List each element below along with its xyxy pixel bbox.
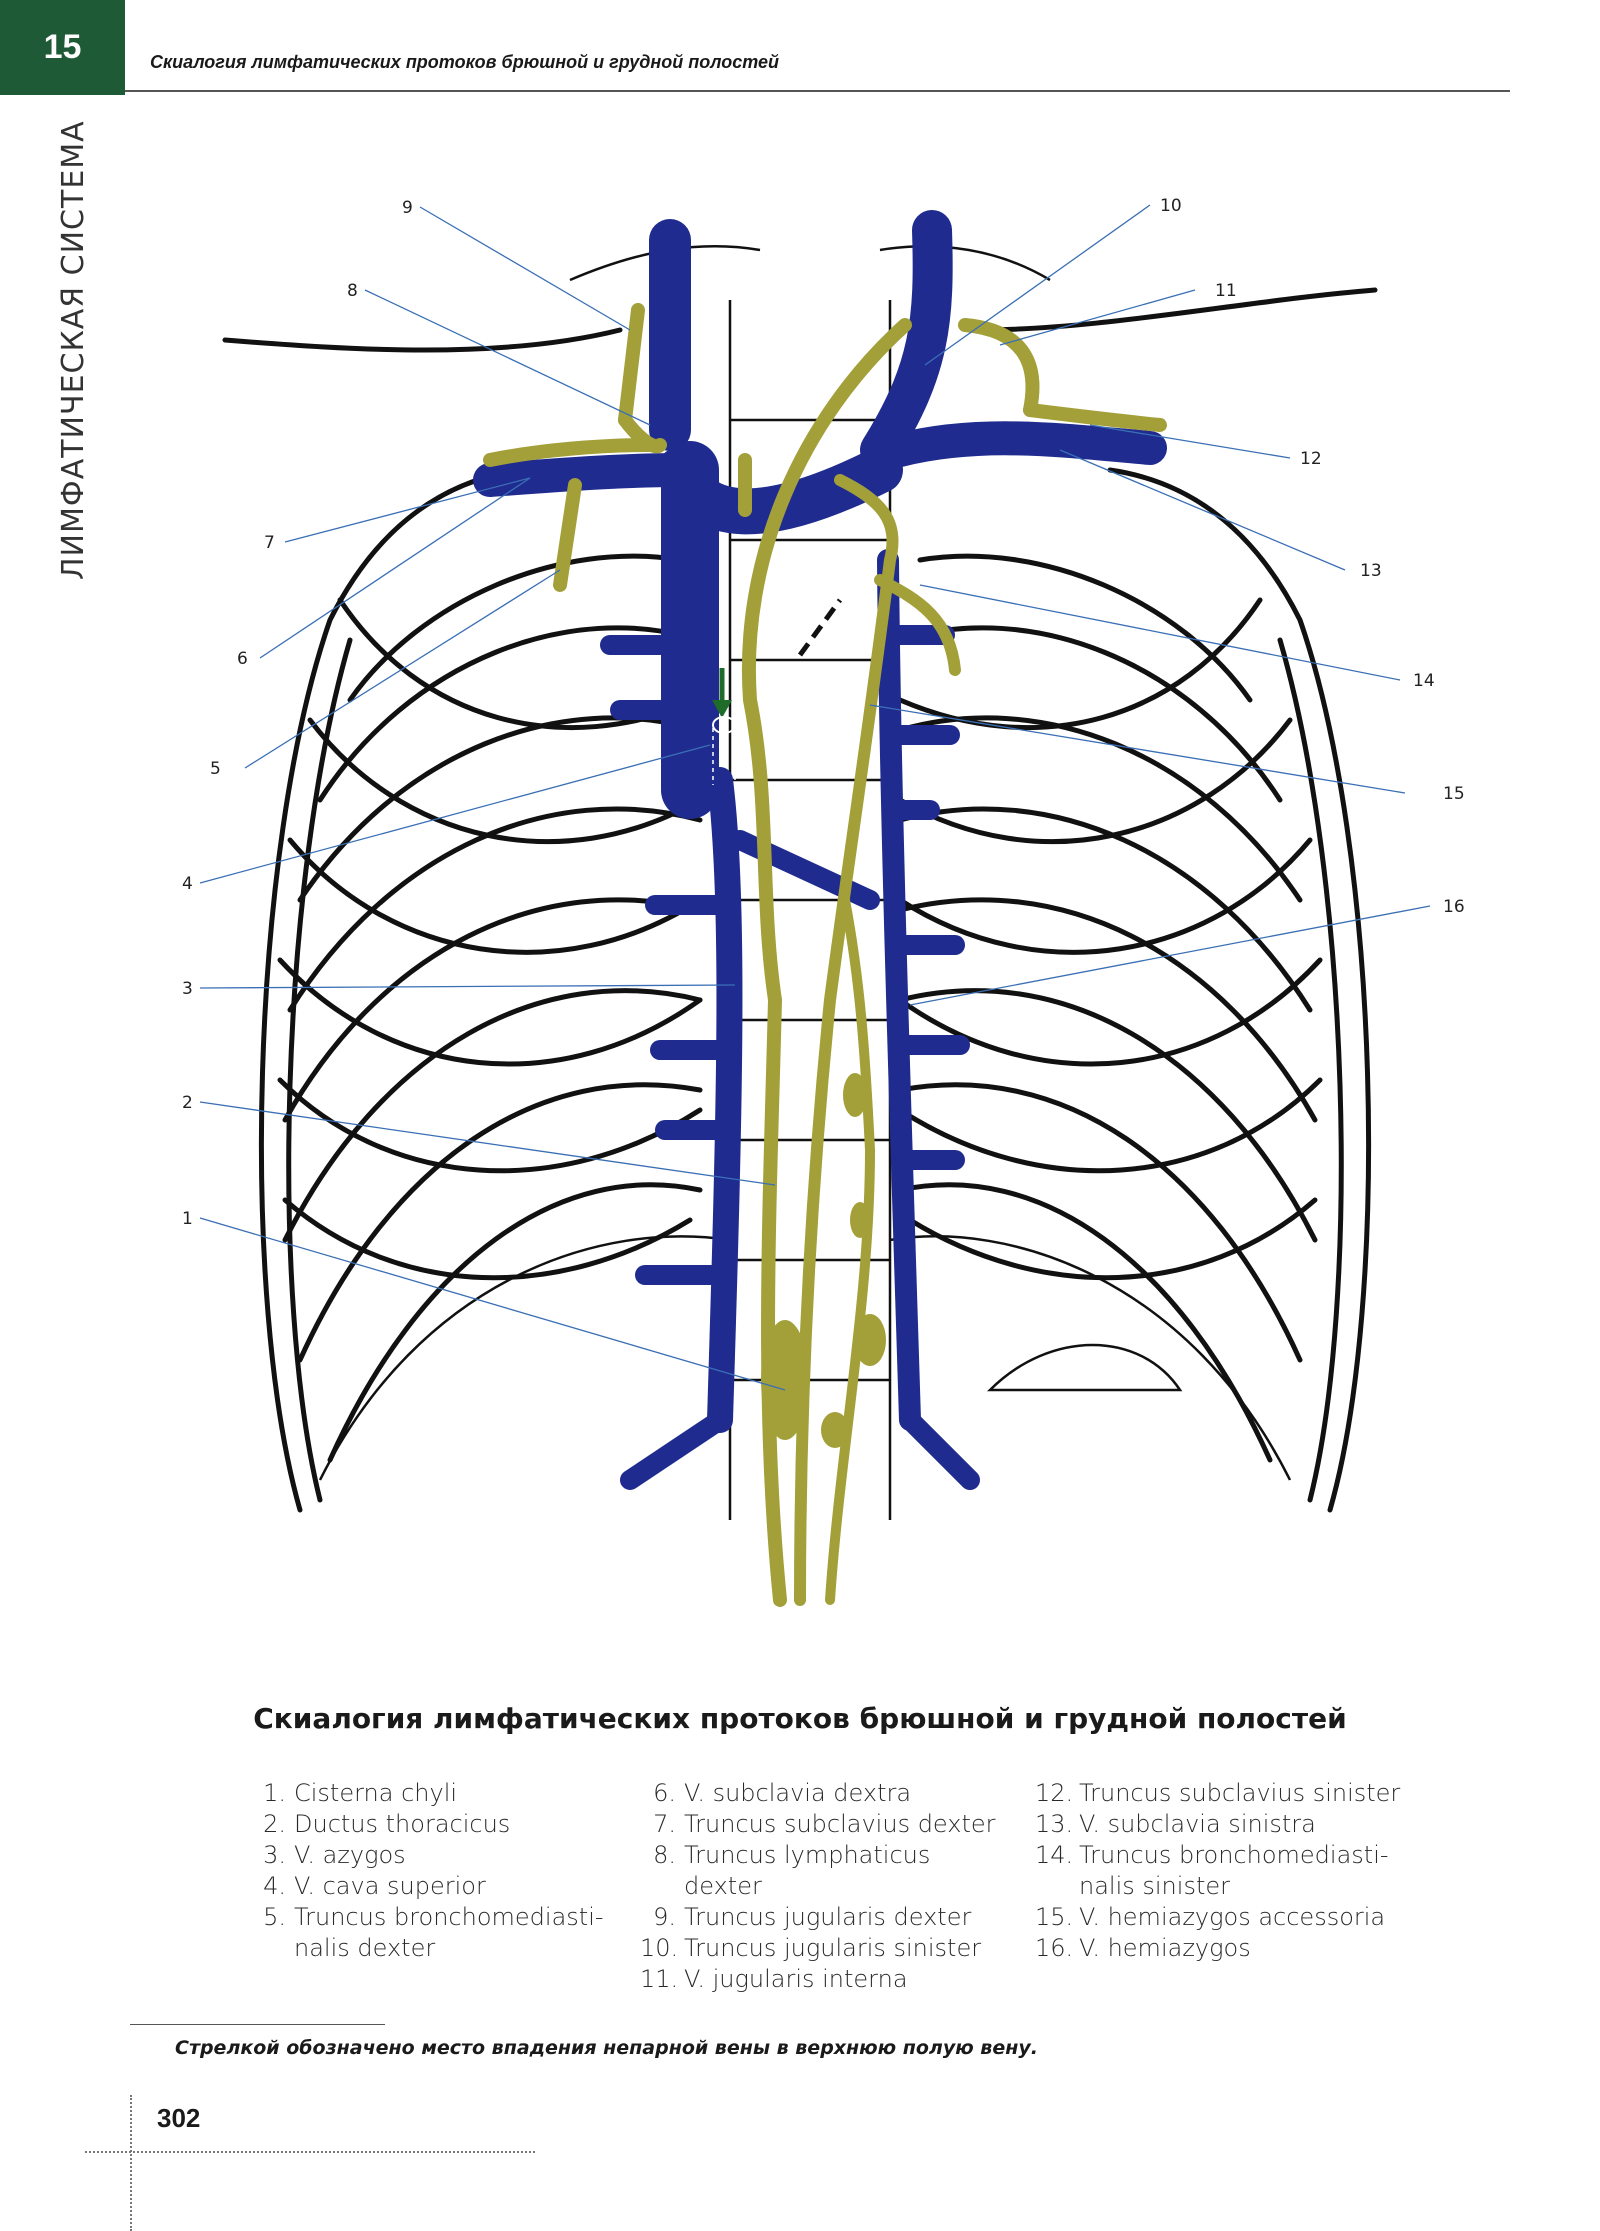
- legend-item: 16.V. hemiazygos: [1035, 1934, 1251, 1962]
- dotted-guide-vertical: [130, 2095, 132, 2231]
- legend-item: 4.V. cava superior: [263, 1872, 486, 1900]
- vena-subclavia-dextra: [473, 453, 697, 497]
- callout-9: 9: [402, 198, 413, 218]
- callout-leader-lines: [199, 204, 1431, 1391]
- legend-item: 15.V. hemiazygos accessoria: [1035, 1903, 1386, 1931]
- callout-6: 6: [237, 649, 248, 669]
- truncus-bronchomediastinalis-dexter: [553, 478, 582, 592]
- legend-item: 10.Truncus jugularis sinister: [640, 1934, 982, 1962]
- callout-7: 7: [264, 533, 275, 553]
- legend-column-1: 1.Cisterna chyli 2.Ductus thoracicus 3.V…: [250, 1778, 605, 1964]
- footnote: Стрелкой обозначено место впадения непар…: [175, 2037, 1038, 2059]
- legend-item: 11.V. jugularis interna: [640, 1965, 908, 1993]
- callout-8: 8: [347, 281, 358, 301]
- lymphatic-system: [483, 303, 1167, 1607]
- legend-item: 14.Truncus bronchomediasti-nalis siniste…: [1035, 1841, 1389, 1900]
- lymphatic-skialogy-diagram: 1 2 3 4 5 6 7 8 9 10 11 12 13 14 15 16: [182, 196, 1465, 1607]
- callout-16: 16: [1443, 897, 1465, 917]
- azygos-entry-arrow-icon: [712, 598, 843, 785]
- legend-item: 9.Truncus jugularis dexter: [653, 1903, 972, 1931]
- callout-1: 1: [182, 1209, 193, 1229]
- truncus-jugularis-dexter: [618, 303, 645, 427]
- venous-system: [473, 210, 1167, 1490]
- callout-3: 3: [182, 979, 193, 999]
- legend-item: 6.V. subclavia dextra: [653, 1779, 912, 1807]
- callout-14: 14: [1413, 671, 1435, 691]
- callout-labels: 1 2 3 4 5 6 7 8 9 10 11 12 13 14 15 16: [182, 196, 1465, 1229]
- rib-cage-outline: [222, 287, 1378, 1513]
- truncus-bronchomediastinalis-sinister: [874, 574, 961, 676]
- legend-item: 13.V. subclavia sinistra: [1035, 1810, 1316, 1838]
- chapter-number-tab: 15: [0, 0, 125, 95]
- callout-4: 4: [182, 874, 193, 894]
- legend-item: 1.Cisterna chyli: [263, 1779, 458, 1807]
- vena-subclavia-sinistra: [883, 421, 1167, 467]
- truncus-subclavius-sinister: [1023, 403, 1167, 432]
- vena-hemiazygos: [877, 549, 921, 1431]
- legend-item: 7.Truncus subclavius dexter: [653, 1810, 996, 1838]
- legend-item: 3.V. azygos: [263, 1841, 406, 1869]
- truncus-subclavius-dexter: [483, 438, 657, 467]
- callout-2: 2: [182, 1093, 193, 1113]
- page-number: 302: [157, 2103, 201, 2133]
- header-rule: [125, 90, 1510, 92]
- legend-item: 5.Truncus bronchomediasti-nalis dexter: [263, 1903, 604, 1962]
- callout-15: 15: [1443, 784, 1465, 804]
- callout-12: 12: [1300, 449, 1322, 469]
- truncus-jugularis-sinister: [958, 318, 1040, 417]
- legend-item: 2.Ductus thoracicus: [263, 1810, 511, 1838]
- callout-5: 5: [210, 759, 221, 779]
- legend-item: 12.Truncus subclavius sinister: [1035, 1779, 1401, 1807]
- legend-column-3: 12.Truncus subclavius sinister 13.V. sub…: [1035, 1778, 1435, 1964]
- vena-azygos: [707, 767, 743, 1433]
- figure-caption-title: Скиалогия лимфатических протоков брюшной…: [253, 1702, 1347, 1735]
- legend-column-2: 6.V. subclavia dextra 7.Truncus subclavi…: [640, 1778, 1015, 1995]
- intercostal-veins: [600, 625, 970, 1285]
- footnote-rule: [130, 2024, 385, 2025]
- legend-item: 8.Truncus lymphaticus dexter: [653, 1841, 931, 1900]
- running-title: Скиалогия лимфатических протоков брюшной…: [150, 52, 779, 72]
- dotted-guide-horizontal: [85, 2151, 535, 2153]
- callout-13: 13: [1360, 561, 1382, 581]
- callout-10: 10: [1160, 196, 1182, 216]
- vena-jugularis-interna-sinistra: [860, 210, 953, 470]
- callout-11: 11: [1215, 281, 1237, 301]
- cisterna-chyli: [761, 1320, 809, 1440]
